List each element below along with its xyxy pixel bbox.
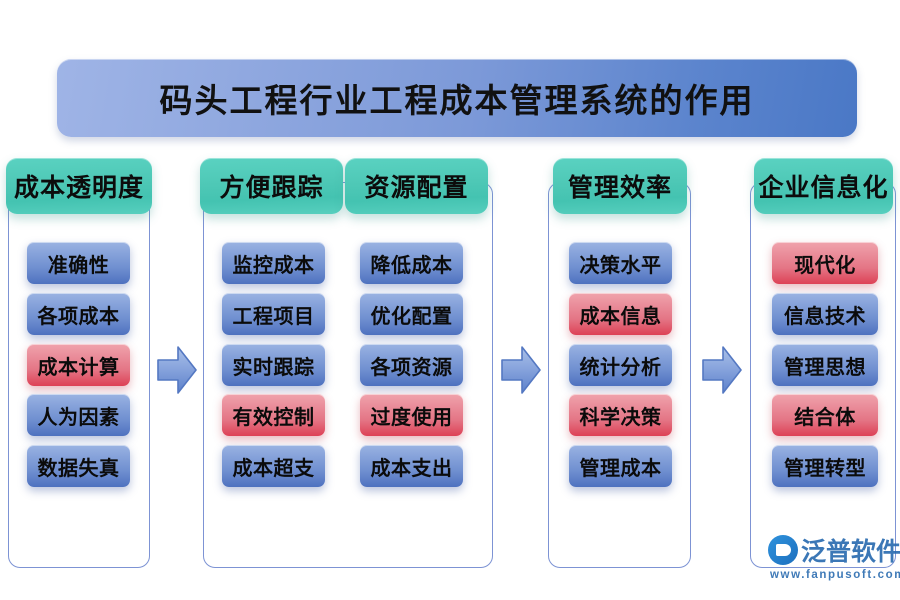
item-box-label: 管理成本 (579, 455, 662, 480)
item-box-label: 各项成本 (37, 303, 120, 328)
item-box-label: 结合体 (794, 404, 856, 429)
column-header-label: 管理效率 (567, 173, 672, 202)
item-box-c4-r4[interactable]: 科学决策 (569, 394, 672, 436)
column-header-label: 企业信息化 (758, 173, 889, 202)
item-box-label: 过度使用 (370, 404, 453, 429)
item-box-label: 工程项目 (232, 303, 315, 328)
item-box-label: 统计分析 (579, 354, 662, 379)
item-box-label: 监控成本 (232, 252, 315, 277)
item-box-label: 决策水平 (579, 252, 662, 277)
item-box-c4-r2[interactable]: 成本信息 (569, 293, 672, 335)
item-box-c3-r1[interactable]: 降低成本 (360, 242, 463, 284)
item-box-label: 科学决策 (579, 404, 662, 429)
item-box-c2-r5[interactable]: 成本超支 (222, 445, 325, 487)
item-box-c5-r1[interactable]: 现代化 (772, 242, 878, 284)
item-box-c5-r4[interactable]: 结合体 (772, 394, 878, 436)
item-box-label: 成本计算 (37, 354, 120, 379)
item-box-c4-r5[interactable]: 管理成本 (569, 445, 672, 487)
item-box-c1-r1[interactable]: 准确性 (27, 242, 130, 284)
item-box-label: 降低成本 (370, 252, 453, 277)
item-box-c2-r1[interactable]: 监控成本 (222, 242, 325, 284)
arrow-col1-to-col2-icon (155, 343, 199, 397)
item-box-c3-r4[interactable]: 过度使用 (360, 394, 463, 436)
item-box-label: 数据失真 (37, 455, 120, 480)
column-header-label: 方便跟踪 (219, 173, 324, 202)
item-box-label: 有效控制 (232, 404, 315, 429)
column-header-5[interactable]: 企业信息化 (754, 158, 893, 214)
item-box-c1-r5[interactable]: 数据失真 (27, 445, 130, 487)
item-box-label: 管理转型 (784, 455, 866, 480)
item-box-c3-r5[interactable]: 成本支出 (360, 445, 463, 487)
arrow-col4-to-col5-icon (700, 343, 744, 397)
item-box-label: 成本信息 (579, 303, 662, 328)
brand-logo-name: 泛普软件 (801, 537, 900, 566)
brand-logo: 泛普软件 www.fanpusoft.com (768, 532, 900, 588)
item-box-c4-r1[interactable]: 决策水平 (569, 242, 672, 284)
item-box-c1-r2[interactable]: 各项成本 (27, 293, 130, 335)
item-box-label: 成本超支 (232, 455, 315, 480)
column-header-4[interactable]: 管理效率 (553, 158, 687, 214)
item-box-c2-r4[interactable]: 有效控制 (222, 394, 325, 436)
item-box-c5-r5[interactable]: 管理转型 (772, 445, 878, 487)
item-box-c1-r4[interactable]: 人为因素 (27, 394, 130, 436)
item-box-label: 各项资源 (370, 354, 453, 379)
arrow-col3-to-col4-icon (499, 343, 543, 397)
item-box-label: 优化配置 (370, 303, 453, 328)
item-box-c3-r3[interactable]: 各项资源 (360, 344, 463, 386)
item-box-label: 管理思想 (784, 354, 866, 379)
item-box-c2-r3[interactable]: 实时跟踪 (222, 344, 325, 386)
item-box-c5-r2[interactable]: 信息技术 (772, 293, 878, 335)
item-box-label: 成本支出 (370, 455, 453, 480)
item-box-c3-r2[interactable]: 优化配置 (360, 293, 463, 335)
column-header-1[interactable]: 成本透明度 (6, 158, 152, 214)
item-box-label: 准确性 (47, 252, 110, 277)
column-header-3[interactable]: 资源配置 (345, 158, 488, 214)
brand-logo-url: www.fanpusoft.com (770, 569, 900, 581)
column-header-label: 资源配置 (364, 173, 469, 202)
column-header-2[interactable]: 方便跟踪 (200, 158, 343, 214)
item-box-label: 信息技术 (784, 303, 866, 328)
item-box-c2-r2[interactable]: 工程项目 (222, 293, 325, 335)
item-box-label: 实时跟踪 (232, 354, 315, 379)
item-box-c1-r3[interactable]: 成本计算 (27, 344, 130, 386)
column-header-label: 成本透明度 (13, 173, 144, 202)
brand-logo-icon (768, 535, 798, 565)
diagram-title-banner: 码头工程行业工程成本管理系统的作用 (57, 59, 857, 137)
item-box-label: 现代化 (794, 252, 856, 277)
page-title: 码头工程行业工程成本管理系统的作用 (159, 81, 755, 120)
item-box-c5-r3[interactable]: 管理思想 (772, 344, 878, 386)
item-box-label: 人为因素 (37, 404, 120, 429)
item-box-c4-r3[interactable]: 统计分析 (569, 344, 672, 386)
